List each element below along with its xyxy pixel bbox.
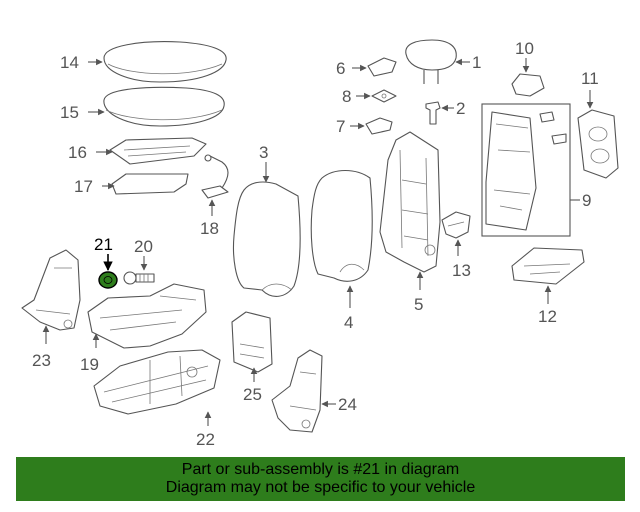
banner-line-disclaimer: Diagram may not be specific to your vehi… (165, 479, 476, 496)
part-label-24: 24 (338, 395, 357, 414)
part-9-seatback-board-assembly[interactable]: 9 (481, 103, 591, 237)
part-label-5: 5 (414, 295, 423, 314)
part-label-21: 21 (94, 235, 113, 254)
part-label-23: 23 (32, 351, 51, 370)
part-label-19: 19 (80, 355, 99, 374)
part-label-22: 22 (196, 430, 215, 449)
part-label-7: 7 (336, 117, 345, 136)
part-3-seatback-cover[interactable]: 3 (232, 143, 301, 297)
part-14-cushion-pad[interactable]: 14 (60, 41, 227, 83)
part-22-seat-track[interactable]: 22 (93, 349, 221, 449)
part-24-side-trim[interactable]: 24 (271, 349, 357, 433)
part-2-headrest-guide[interactable]: 2 (425, 99, 465, 125)
part-11-cupholder-trim[interactable]: 11 (577, 69, 619, 179)
part-16-seat-panel[interactable]: 16 (68, 137, 207, 165)
part-5-seatback-frame[interactable]: 5 (379, 131, 441, 314)
part-label-17: 17 (74, 177, 93, 196)
part-label-8: 8 (342, 87, 351, 106)
part-6-small-cover[interactable]: 6 (336, 57, 397, 78)
parts-diagram: 14 15 16 17 18 3 4 (21, 39, 619, 449)
part-1-headrest[interactable]: 1 (405, 39, 482, 84)
part-label-6: 6 (336, 59, 345, 78)
part-label-18: 18 (200, 219, 219, 238)
part-label-3: 3 (259, 143, 268, 162)
part-8-clip[interactable]: 8 (342, 87, 397, 106)
banner-line-part: Part or sub-assembly is #21 in diagram (181, 461, 460, 478)
part-13-small-bracket[interactable]: 13 (441, 211, 471, 280)
part-label-10: 10 (515, 39, 534, 58)
part-23-side-shield[interactable]: 23 (21, 249, 81, 370)
part-label-13: 13 (452, 261, 471, 280)
part-15-cushion-cover[interactable]: 15 (60, 86, 225, 127)
part-label-2: 2 (456, 99, 465, 118)
part-19-cushion-frame[interactable]: 19 (80, 283, 207, 374)
part-20-bolt[interactable]: 20 (123, 237, 155, 285)
part-18-sensor[interactable]: 18 (200, 154, 229, 238)
part-4-seatback-pad[interactable]: 4 (310, 169, 373, 333)
part-label-20: 20 (134, 237, 153, 256)
part-12-back-panel[interactable]: 12 (511, 247, 585, 326)
part-10-bracket[interactable]: 10 (511, 39, 545, 97)
part-label-14: 14 (60, 53, 79, 72)
part-label-15: 15 (60, 103, 79, 122)
assembly-note-banner: Part or sub-assembly is #21 in diagram D… (16, 457, 625, 501)
part-25-cover-panel[interactable]: 25 (231, 311, 273, 404)
part-label-25: 25 (243, 385, 262, 404)
part-label-12: 12 (538, 307, 557, 326)
part-7-bracket-cover[interactable]: 7 (336, 117, 393, 136)
part-17-flat-pad[interactable]: 17 (74, 173, 189, 196)
part-label-11: 11 (581, 69, 599, 88)
part-label-4: 4 (344, 313, 353, 332)
part-21-grommet-highlighted[interactable]: 21 (94, 235, 118, 289)
part-label-9: 9 (582, 191, 591, 210)
part-label-16: 16 (68, 143, 87, 162)
part-label-1: 1 (472, 53, 481, 72)
